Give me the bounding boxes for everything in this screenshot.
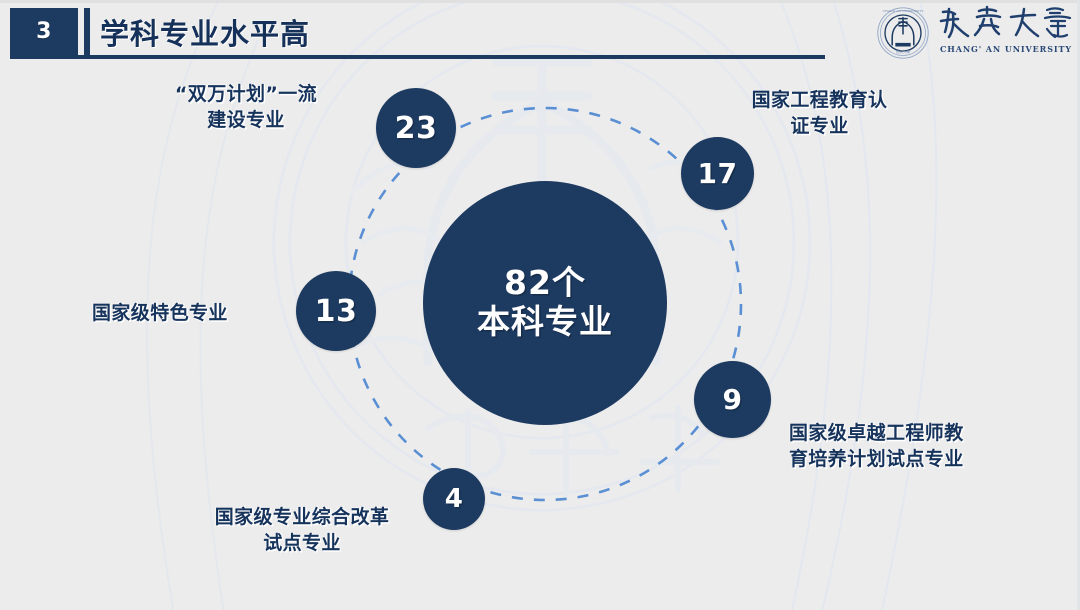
slide-header: 3 学科专业水平高 CHANG AN U [0, 0, 1080, 66]
university-logo: CHANG AN UNIVERSITY 長安大學 [876, 4, 1074, 62]
node-bubble-17-value: 17 [697, 157, 738, 190]
node-label-13: 国家级特色专业 [92, 302, 228, 324]
node-label-17: 国家工程教育认 证专业 [751, 89, 888, 138]
center-total-bubble: 82个 本科专业 [423, 181, 667, 425]
node-bubble-9-value: 9 [722, 383, 743, 416]
page-title: 学科专业水平高 [100, 16, 311, 51]
title-accent-bar [84, 8, 90, 55]
node-bubble-13-value: 13 [314, 293, 358, 329]
node-label-9: 国家级卓越工程师教 育培养计划试点专业 [789, 422, 964, 471]
node-bubble-23-value: 23 [394, 110, 438, 146]
node-bubble-17[interactable]: 17 [681, 137, 754, 210]
slide-top-edge [0, 0, 1080, 3]
slide-right-edge [1077, 0, 1080, 610]
slide-number-badge: 3 [10, 8, 78, 55]
node-bubble-4[interactable]: 4 [423, 468, 485, 530]
university-name-en: CHANG' AN UNIVERSITY [940, 44, 1072, 54]
title-underline [10, 55, 825, 59]
university-seal-icon: CHANG AN UNIVERSITY 長安大學 [877, 7, 929, 59]
dashed-orbit-ring [347, 106, 743, 502]
node-label-23: “双万计划”一流 建设专业 [174, 83, 318, 132]
node-bubble-9[interactable]: 9 [694, 361, 771, 438]
bubble-diagram: 82个 本科专业 23 “双万计划”一流 建设专业 17 国家工程教育认 证专业… [0, 60, 1080, 610]
slide-number-text: 3 [36, 19, 52, 44]
node-bubble-13[interactable]: 13 [296, 271, 376, 351]
node-bubble-23[interactable]: 23 [376, 88, 456, 168]
node-bubble-4-value: 4 [444, 484, 464, 514]
svg-text:長安大學: 長安大學 [896, 49, 911, 54]
center-total-value: 82个 [504, 263, 586, 303]
university-name-cn-calligraphy [939, 5, 1072, 39]
node-label-4: 国家级专业综合改革 试点专业 [214, 506, 390, 555]
center-total-label: 本科专业 [477, 302, 613, 341]
svg-text:CHANG AN UNIVERSITY: CHANG AN UNIVERSITY [883, 9, 925, 13]
